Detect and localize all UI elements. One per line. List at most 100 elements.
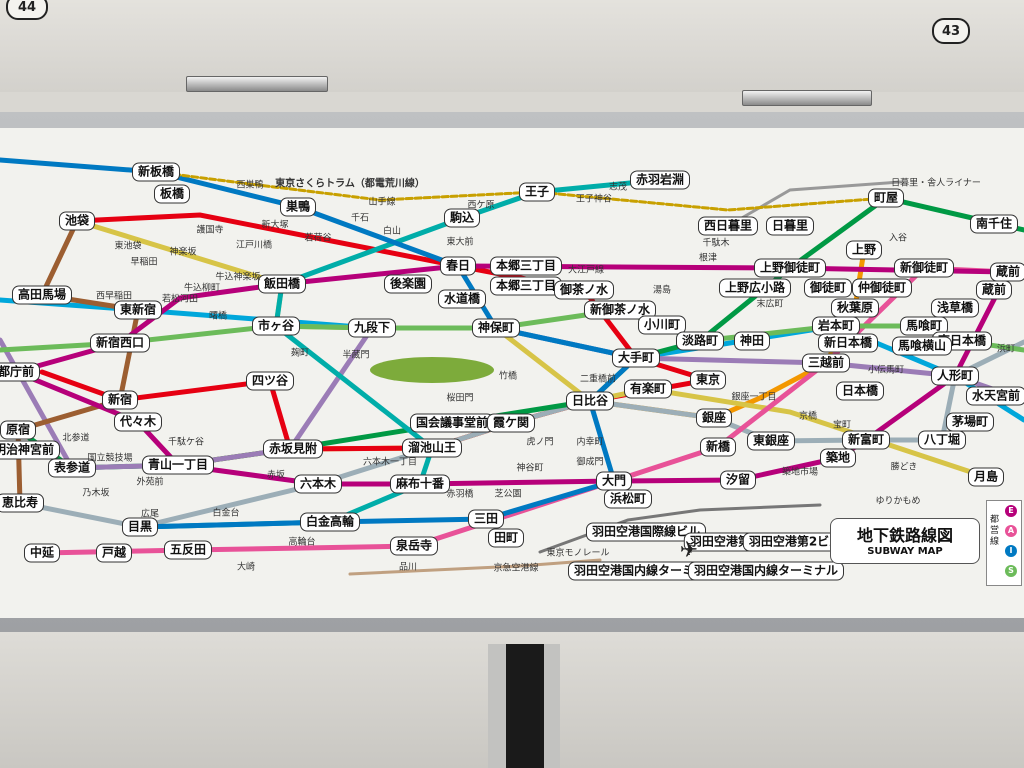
station-label: 築地 bbox=[819, 448, 857, 468]
hinge-right bbox=[742, 90, 872, 106]
station-label: 戸越 bbox=[95, 543, 133, 563]
minor-station-label: 品川 bbox=[398, 562, 418, 573]
minor-station-label: 牛込神楽坂 bbox=[215, 272, 261, 283]
station-label: 町屋 bbox=[867, 188, 905, 208]
minor-station-label: 築地市場 bbox=[781, 467, 819, 478]
minor-station-label: 早稲田 bbox=[130, 257, 158, 268]
station-label: 西日暮里 bbox=[697, 216, 759, 236]
minor-station-label: 宝町 bbox=[832, 420, 852, 431]
minor-station-label: 内幸町 bbox=[576, 437, 604, 448]
minor-station-label: 二重橋前 bbox=[579, 374, 617, 385]
minor-station-label: 江戸川橋 bbox=[235, 240, 273, 251]
station-label: 麻布十番 bbox=[389, 474, 451, 494]
minor-station-label: 若松河田 bbox=[161, 294, 199, 305]
station-label: 目黒 bbox=[121, 517, 159, 537]
station-label: 南千住 bbox=[969, 214, 1019, 234]
station-label: 淡路町 bbox=[675, 331, 725, 351]
minor-station-label: 東京モノレール bbox=[546, 548, 610, 559]
minor-station-label: 山手線 bbox=[368, 197, 396, 208]
minor-station-label: 広尾 bbox=[140, 509, 160, 520]
station-label: 新板橋 bbox=[131, 162, 181, 182]
legend-dot-s: S bbox=[1005, 565, 1017, 577]
station-label: 原宿 bbox=[0, 420, 37, 440]
station-label: 浜松町 bbox=[603, 489, 653, 509]
station-label: 東京 bbox=[689, 370, 727, 390]
station-label: 新御徒町 bbox=[893, 258, 955, 278]
minor-station-label: 御成門 bbox=[576, 457, 604, 468]
station-label: 日暮里 bbox=[765, 216, 815, 236]
station-label: 東新宿 bbox=[113, 300, 163, 320]
minor-station-label: 桜田門 bbox=[446, 393, 474, 404]
minor-station-label: 志茂 bbox=[608, 182, 628, 193]
minor-station-label: 白山 bbox=[382, 226, 402, 237]
minor-station-label: ゆりかもめ bbox=[875, 496, 921, 507]
station-label: 代々木 bbox=[113, 412, 163, 432]
station-label: 日比谷 bbox=[565, 391, 615, 411]
station-label: 羽田空港国内線ターミナル bbox=[687, 561, 845, 581]
station-label: 岩本町 bbox=[811, 316, 861, 336]
minor-station-label: 乃木坂 bbox=[82, 488, 110, 499]
station-label: 上野 bbox=[845, 240, 883, 260]
station-label: 飯田橋 bbox=[257, 274, 307, 294]
station-label: 五反田 bbox=[163, 540, 213, 560]
station-label: 御茶ノ水 bbox=[553, 280, 615, 300]
station-label: 田町 bbox=[487, 528, 525, 548]
minor-station-label: 東池袋 bbox=[114, 241, 142, 252]
minor-station-label: 浜町 bbox=[996, 344, 1016, 355]
station-label: 蔵前 bbox=[989, 262, 1024, 282]
station-label: 霞ケ関 bbox=[486, 413, 536, 433]
station-label: 白金高輪 bbox=[299, 512, 361, 532]
minor-station-label: 北参道 bbox=[62, 433, 90, 444]
ceiling-panel bbox=[0, 0, 1024, 92]
imperial-palace bbox=[370, 357, 494, 383]
station-label: 高田馬場 bbox=[11, 285, 73, 305]
station-label: 巣鴨 bbox=[279, 197, 317, 217]
minor-station-label: 日暮里・舎人ライナー bbox=[891, 178, 981, 189]
station-label: 明治神宮前 bbox=[0, 440, 61, 460]
minor-station-label: 白金台 bbox=[212, 508, 240, 519]
map-subtitle: SUBWAY MAP bbox=[867, 546, 943, 557]
minor-station-label: 高輪台 bbox=[288, 537, 316, 548]
station-label: 水天宮前 bbox=[965, 386, 1024, 406]
station-label: 本郷三丁目 bbox=[489, 256, 563, 276]
station-label: 東銀座 bbox=[746, 431, 796, 451]
station-label: 上野広小路 bbox=[718, 278, 792, 298]
station-label: 泉岳寺 bbox=[389, 536, 439, 556]
minor-station-label: 末広町 bbox=[756, 299, 784, 310]
station-label: 羽田空港第2ビル bbox=[742, 532, 848, 552]
station-label: 新御茶ノ水 bbox=[583, 300, 657, 320]
station-label: 月島 bbox=[967, 467, 1005, 487]
station-label: 汐留 bbox=[719, 470, 757, 490]
station-label: 上野御徒町 bbox=[753, 258, 827, 278]
station-label: 春日 bbox=[439, 256, 477, 276]
minor-station-label: 西早稲田 bbox=[95, 291, 133, 302]
minor-station-label: 小伝馬町 bbox=[867, 365, 905, 376]
hinge-left bbox=[186, 76, 328, 92]
minor-station-label: 大江戸線 bbox=[567, 265, 605, 276]
station-label: 国会議事堂前 bbox=[409, 413, 495, 433]
map-title: 地下鉄路線図 bbox=[856, 526, 953, 545]
station-label: 市ヶ谷 bbox=[251, 316, 301, 336]
station-label: 馬喰横山 bbox=[891, 336, 953, 356]
minor-station-label: 竹橋 bbox=[498, 371, 518, 382]
line-nippori-toneri bbox=[726, 180, 902, 228]
minor-station-label: 芝公園 bbox=[494, 489, 522, 500]
minor-station-label: 大崎 bbox=[236, 562, 256, 573]
station-label: 後楽園 bbox=[383, 274, 433, 294]
station-label: 本郷三丁目 bbox=[489, 276, 563, 296]
tram-label: 東京さくらトラム（都電荒川線） bbox=[275, 178, 425, 190]
minor-station-label: 麹町 bbox=[290, 348, 310, 359]
station-label: 小川町 bbox=[637, 315, 687, 335]
station-label: 神保町 bbox=[471, 318, 521, 338]
minor-station-label: 新大塚 bbox=[261, 220, 289, 231]
minor-station-label: 若荷谷 bbox=[304, 233, 332, 244]
station-label: 茅場町 bbox=[945, 412, 995, 432]
minor-station-label: 千駄木 bbox=[702, 238, 730, 249]
station-label: 中延 bbox=[23, 543, 61, 563]
station-label: 羽田空港国内線ターミナル bbox=[567, 561, 725, 581]
station-label: 神田 bbox=[733, 331, 771, 351]
minor-station-label: 六本木一丁目 bbox=[362, 457, 418, 468]
minor-station-label: 千石 bbox=[350, 213, 370, 224]
station-label: 青山一丁目 bbox=[141, 455, 215, 475]
station-label: 御徒町 bbox=[803, 278, 853, 298]
